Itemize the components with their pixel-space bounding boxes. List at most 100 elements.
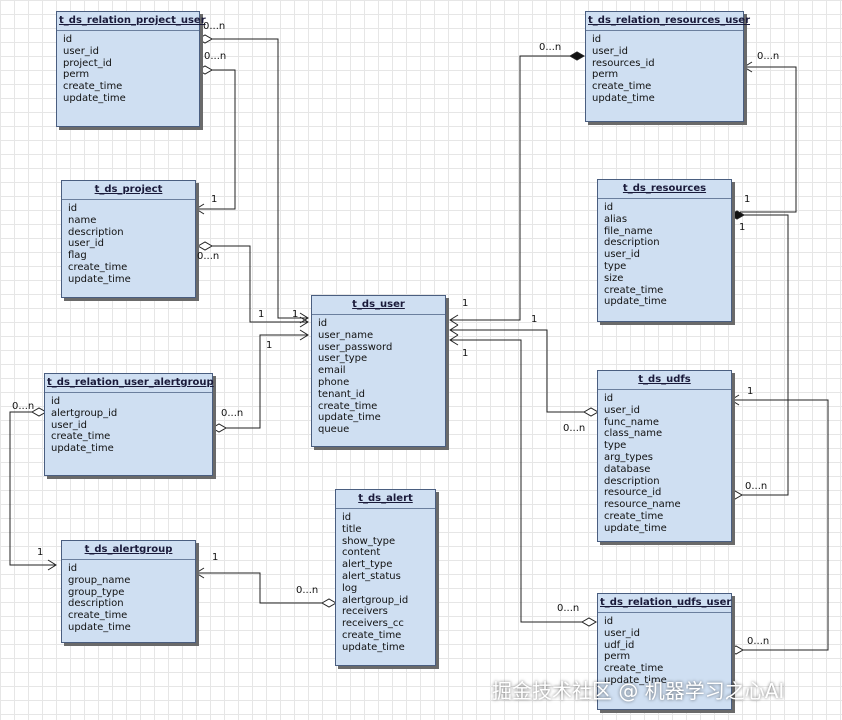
- entity-field: content: [342, 547, 381, 559]
- multiplicity-label: 1: [744, 194, 751, 205]
- entity-field: user_id: [604, 404, 640, 416]
- entity-project[interactable]: t_ds_project id name description user_id…: [61, 180, 196, 298]
- entity-field: description: [68, 598, 124, 610]
- entity-field: func_name: [604, 416, 660, 428]
- relation-line: [196, 572, 322, 604]
- entity-field: phone: [318, 376, 350, 388]
- entity-relation-project-user[interactable]: t_ds_relation_project_user id user_id pr…: [56, 11, 206, 127]
- relation-line: [196, 69, 236, 210]
- entity-field: id: [318, 318, 328, 329]
- entity-field: update_time: [68, 273, 131, 285]
- arrow-head: [195, 203, 205, 215]
- entity-field: resource_name: [604, 499, 681, 511]
- entity-field: update_time: [592, 92, 655, 104]
- composition-diamond: [568, 51, 586, 61]
- entity-field: user_id: [604, 627, 640, 639]
- entity-user[interactable]: t_ds_user id user_name user_password use…: [311, 295, 446, 447]
- entity-field: user_id: [592, 45, 628, 57]
- entity-field: class_name: [604, 428, 663, 440]
- entity-field: alert_status: [342, 570, 401, 582]
- entity-name: t_ds_user: [312, 296, 445, 315]
- entity-relation-udfs-user[interactable]: t_ds_relation_udfs_user id user_id udf_i…: [597, 593, 732, 710]
- multiplicity-label: 1: [258, 309, 265, 320]
- entity-field: create_time: [604, 663, 664, 675]
- multiplicity-label: 1: [747, 386, 754, 397]
- entity-udfs[interactable]: t_ds_udfs id user_id func_name class_nam…: [597, 370, 732, 542]
- entity-field: user_type: [318, 353, 368, 365]
- relation-line: [226, 334, 308, 429]
- entity-fields: id user_name user_password user_type ema…: [312, 315, 445, 439]
- entity-field: user_id: [63, 45, 99, 57]
- multiplicity-label: 0...n: [197, 251, 220, 262]
- entity-field: alertgroup_id: [51, 407, 118, 419]
- entity-field: id: [68, 203, 78, 214]
- multiplicity-label: 0...n: [539, 42, 562, 53]
- aggregation-diamond: [580, 617, 598, 627]
- arrow-head: [299, 329, 309, 341]
- entity-field: user_name: [318, 329, 374, 341]
- entity-name: t_ds_relation_project_user: [57, 12, 206, 31]
- multiplicity-label: 0...n: [747, 636, 770, 647]
- multiplicity-label: 1: [37, 547, 44, 558]
- entity-field: group_name: [68, 574, 131, 586]
- relation-line: [450, 55, 573, 321]
- multiplicity-label: 1: [211, 194, 218, 205]
- relation-line: [212, 38, 308, 319]
- entity-field: arg_types: [604, 451, 653, 463]
- arrow-head: [449, 324, 459, 336]
- entity-field: id: [592, 34, 602, 45]
- entity-alert[interactable]: t_ds_alert id title show_type content al…: [335, 489, 436, 666]
- entity-field: description: [604, 475, 660, 487]
- entity-fields: id alertgroup_id user_id create_time upd…: [45, 393, 212, 458]
- aggregation-diamond: [196, 241, 214, 251]
- multiplicity-label: 0...n: [204, 51, 227, 62]
- entity-relation-user-alertgroup[interactable]: t_ds_relation_user_alertgroup id alertgr…: [44, 373, 214, 476]
- entity-field: title: [342, 523, 362, 535]
- entity-field: create_time: [604, 510, 664, 522]
- entity-field: user_id: [51, 419, 87, 431]
- multiplicity-label: 0...n: [221, 408, 244, 419]
- multiplicity-label: 0...n: [296, 585, 319, 596]
- entity-field: update_time: [342, 641, 405, 653]
- entity-field: update_time: [68, 621, 131, 633]
- entity-field: id: [68, 563, 78, 574]
- entity-field: perm: [592, 69, 619, 81]
- entity-resources[interactable]: t_ds_resources id alias file_name descri…: [597, 179, 732, 322]
- multiplicity-label: 1: [212, 552, 219, 563]
- entity-alertgroup[interactable]: t_ds_alertgroup id group_name group_type…: [61, 540, 196, 643]
- watermark: 掘金技术社区 @ 机器学习之心AI: [492, 679, 785, 703]
- relation-line: [450, 329, 584, 413]
- entity-field: alert_type: [342, 559, 393, 571]
- multiplicity-label: 0...n: [203, 21, 226, 32]
- entity-fields: id user_id project_id perm create_time u…: [57, 31, 199, 108]
- multiplicity-label: 1: [531, 314, 538, 325]
- entity-field: alias: [604, 213, 628, 225]
- entity-field: update_time: [51, 443, 114, 455]
- entity-name: t_ds_resources: [598, 180, 731, 199]
- arrow-head: [299, 312, 309, 324]
- aggregation-diamond: [727, 645, 745, 655]
- multiplicity-label: 1: [462, 298, 469, 309]
- entity-field: id: [604, 616, 614, 627]
- entity-name: t_ds_project: [62, 181, 195, 200]
- entity-name: t_ds_alertgroup: [62, 541, 195, 560]
- aggregation-diamond: [196, 34, 214, 44]
- entity-field: database: [604, 463, 651, 475]
- entity-fields: id title show_type content alert_type al…: [336, 509, 435, 657]
- entity-field: description: [68, 226, 124, 238]
- entity-field: id: [604, 393, 614, 404]
- relation-line: [9, 411, 56, 566]
- entity-field: show_type: [342, 535, 396, 547]
- entity-field: resource_id: [604, 487, 662, 499]
- entity-field: queue: [318, 424, 350, 436]
- entity-field: perm: [63, 69, 90, 81]
- aggregation-diamond: [320, 598, 338, 608]
- entity-field: name: [68, 214, 97, 226]
- entity-field: description: [604, 237, 660, 249]
- entity-field: update_time: [604, 296, 667, 308]
- entity-field: update_time: [604, 674, 667, 686]
- entity-relation-resources-user[interactable]: t_ds_relation_resources_user id user_id …: [585, 11, 750, 122]
- multiplicity-label: 1: [292, 309, 299, 320]
- entity-field: group_type: [68, 586, 125, 598]
- multiplicity-label: 0...n: [563, 423, 586, 434]
